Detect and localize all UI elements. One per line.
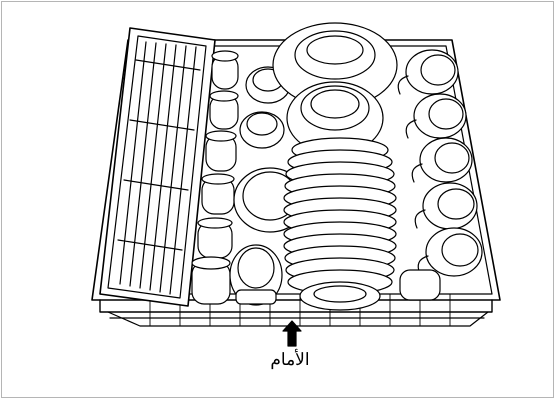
front-arrow-icon <box>282 320 302 347</box>
cutlery-basket <box>99 27 216 307</box>
cups-middle <box>229 66 307 306</box>
cups-right-column <box>397 49 483 301</box>
front-label: الأمام <box>270 350 310 370</box>
plate-stack <box>283 137 397 311</box>
cups-left-column <box>191 50 239 305</box>
bowls <box>272 22 398 155</box>
